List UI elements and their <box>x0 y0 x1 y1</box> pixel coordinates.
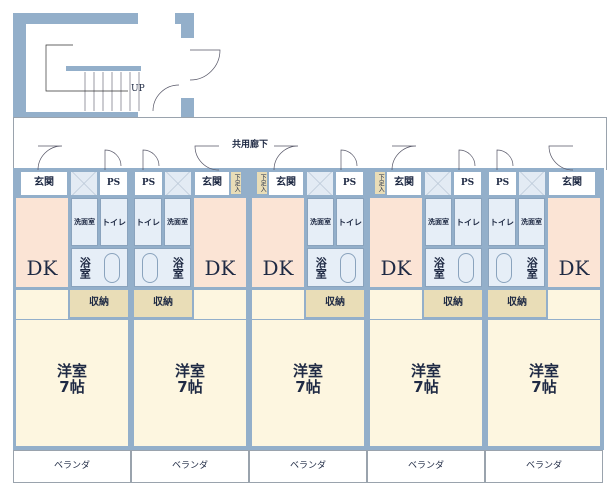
washroom-label: 洗面室 <box>518 198 545 246</box>
dk-label: DK <box>380 255 412 280</box>
room-size: 7帖 <box>59 378 85 396</box>
dk-label: DK <box>26 255 58 280</box>
bathroom <box>307 248 364 287</box>
washroom-label: 洗面室 <box>71 198 98 246</box>
bathroom-label: 浴室 <box>432 256 446 279</box>
bathroom-label: 浴室 <box>525 256 539 279</box>
bathroom-label: 浴室 <box>78 256 92 279</box>
bathtub-icon <box>142 253 158 283</box>
toilet-label: トイレ <box>488 198 516 246</box>
bathroom-label: 浴室 <box>314 256 328 279</box>
dk-label: DK <box>558 255 590 280</box>
bathtub-icon <box>104 253 120 283</box>
ps-label: PS <box>454 172 481 195</box>
veranda-label: ベランダ <box>485 450 603 483</box>
western-room-extension <box>252 290 304 319</box>
bathroom <box>71 248 128 287</box>
bathtub-icon <box>496 253 512 283</box>
storage-label: 収納 <box>488 290 546 317</box>
room-type: 洋室 <box>174 362 205 381</box>
hatched-floor-cell <box>425 172 451 195</box>
toilet-label: トイレ <box>100 198 128 246</box>
corridor-label: 共用廊下 <box>232 140 269 150</box>
toilet-label: トイレ <box>134 198 162 246</box>
genkan-label: 玄関 <box>269 172 303 195</box>
hatched-floor-cell <box>519 172 545 195</box>
room-type: 洋室 <box>56 362 87 381</box>
toilet-label: トイレ <box>336 198 364 246</box>
hatched-floor-cell <box>165 172 191 195</box>
western-room-extension <box>16 290 68 319</box>
ps-label: PS <box>336 172 363 195</box>
washroom-label: 洗面室 <box>164 198 191 246</box>
stairwell-wall <box>181 98 194 118</box>
dk-label: DK <box>262 255 294 280</box>
washroom-label: 洗面室 <box>425 198 452 246</box>
storage-label: 収納 <box>70 290 128 317</box>
dk-label: DK <box>204 255 236 280</box>
bathtub-icon <box>340 253 356 283</box>
dk-area <box>252 198 304 287</box>
dk-area <box>194 198 246 287</box>
shared-corridor <box>13 117 607 170</box>
western-room-extension <box>370 290 422 319</box>
stairwell-interior <box>26 24 181 112</box>
genkan-label: 玄関 <box>21 172 67 195</box>
veranda-label: ベランダ <box>249 450 367 483</box>
western-room <box>134 320 246 446</box>
bathroom-label: 浴室 <box>171 256 185 279</box>
door-swing-icon <box>189 49 221 81</box>
western-room <box>16 320 128 446</box>
toilet-label: トイレ <box>454 198 482 246</box>
veranda-label: ベランダ <box>367 450 485 483</box>
bathtub-icon <box>458 253 474 283</box>
room-type: 洋室 <box>292 362 323 381</box>
room-type: 洋室 <box>528 362 559 381</box>
ps-label: PS <box>489 172 516 195</box>
veranda-label: ベランダ <box>13 450 131 483</box>
genkan-label: 玄関 <box>549 172 595 195</box>
western-room <box>488 320 600 446</box>
shoe-cabinet-label: 下足入 <box>375 172 385 194</box>
genkan-label: 玄関 <box>195 172 229 195</box>
room-size: 7帖 <box>531 378 557 396</box>
veranda-label: ベランダ <box>131 450 249 483</box>
room-type: 洋室 <box>410 362 441 381</box>
shoe-cabinet-label: 下足入 <box>257 172 267 194</box>
ps-label: PS <box>100 172 127 195</box>
hatched-floor-cell <box>71 172 97 195</box>
room-size: 7帖 <box>295 378 321 396</box>
dk-area <box>548 198 600 287</box>
storage-label: 収納 <box>134 290 192 317</box>
room-size: 7帖 <box>413 378 439 396</box>
bathroom <box>425 248 482 287</box>
western-room <box>370 320 482 446</box>
dk-area <box>370 198 422 287</box>
hatched-floor-cell <box>307 172 333 195</box>
storage-label: 収納 <box>306 290 364 317</box>
ps-label: PS <box>135 172 162 195</box>
western-room-extension <box>548 290 600 319</box>
dk-area <box>16 198 68 287</box>
washroom-label: 洗面室 <box>307 198 334 246</box>
room-size: 7帖 <box>177 378 203 396</box>
genkan-label: 玄関 <box>387 172 421 195</box>
shoe-cabinet-label: 下足入 <box>231 172 241 194</box>
western-room-extension <box>194 290 246 319</box>
western-room <box>252 320 364 446</box>
storage-label: 収納 <box>424 290 482 317</box>
stair-up-label: UP <box>131 84 145 94</box>
